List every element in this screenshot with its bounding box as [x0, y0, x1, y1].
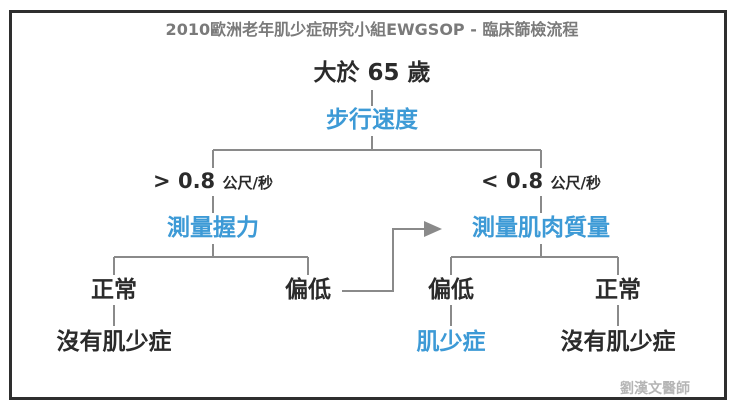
diagram-title: 2010歐洲老年肌少症研究小組EWGSOP - 臨床篩檢流程	[165, 20, 579, 39]
node-mass-low: 偏低	[428, 277, 474, 303]
node-sarcopenia: 肌少症	[416, 329, 486, 355]
node-measure-grip-strength: 測量握力	[167, 215, 259, 241]
node-walking-speed: 步行速度	[326, 107, 418, 133]
node-speed-fast: > 0.8 公尺/秒	[153, 171, 273, 192]
node-mass-normal: 正常	[595, 277, 641, 303]
node-grip-normal: 正常	[91, 277, 137, 303]
speed-fast-unit: 公尺/秒	[222, 174, 273, 192]
node-measure-muscle-mass: 測量肌肉質量	[472, 215, 610, 241]
node-age-over-65: 大於 65 歲	[313, 60, 431, 86]
speed-slow-value: < 0.8	[481, 169, 544, 193]
arrow-low-grip-to-mass	[342, 221, 442, 292]
speed-slow-unit: 公尺/秒	[550, 174, 601, 192]
node-grip-low: 偏低	[285, 277, 331, 303]
node-no-sarcopenia-left: 沒有肌少症	[56, 329, 172, 355]
diagram-frame	[9, 10, 727, 400]
author-watermark: 劉漢文醫師	[620, 381, 690, 397]
node-no-sarcopenia-right: 沒有肌少症	[560, 329, 676, 355]
node-speed-slow: < 0.8 公尺/秒	[481, 171, 601, 192]
speed-fast-value: > 0.8	[153, 169, 216, 193]
